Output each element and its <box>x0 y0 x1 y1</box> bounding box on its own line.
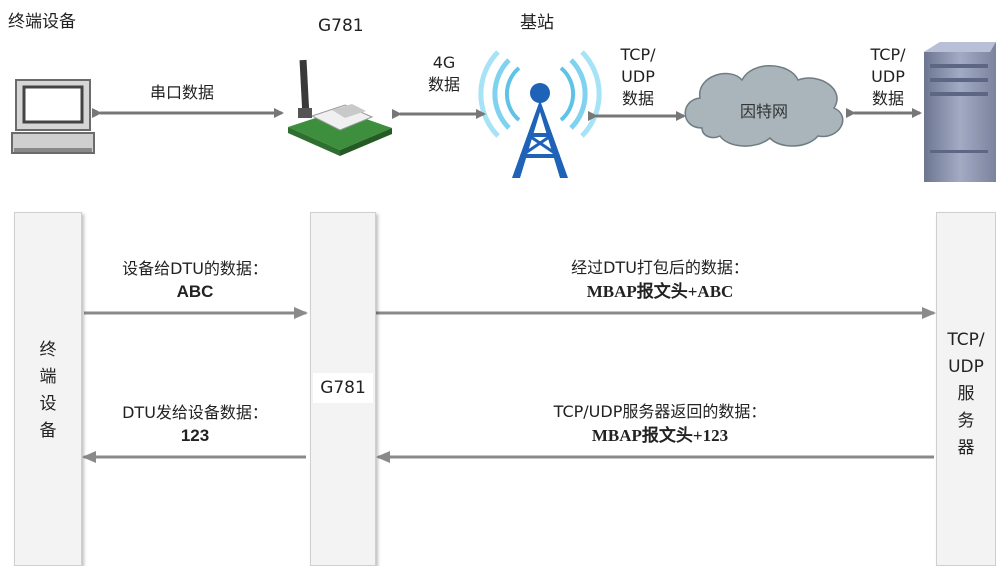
g781-module-icon <box>288 59 392 156</box>
tcp1-line3: 数据 <box>621 89 654 108</box>
msg3-title: DTU发给设备数据： <box>122 403 268 422</box>
msg2-value: MBAP报文头+ABC <box>586 282 734 301</box>
tcp1-line2: UDP <box>621 67 655 86</box>
terminal-device-column: 终 端 设 备 <box>14 212 82 566</box>
server-line-2: UDP <box>948 357 984 377</box>
terminal-char-1: 终 <box>39 340 57 360</box>
computer-icon <box>11 79 95 154</box>
internet-cloud-icon <box>684 65 844 147</box>
terminal-char-3: 设 <box>39 394 57 414</box>
msg-dtu-to-server: 经过DTU打包后的数据： MBAP报文头+ABC <box>520 257 800 305</box>
msg-device-to-dtu: 设备给DTU的数据： ABC <box>90 258 300 304</box>
msg1-title: 设备给DTU的数据： <box>122 259 268 278</box>
g781-column-label: G781 <box>313 373 373 403</box>
tcp2-line1: TCP/ <box>870 45 906 64</box>
g4-line1: 4G <box>432 53 456 72</box>
tcp-udp-data-label-1: TCP/ UDP 数据 <box>608 44 668 110</box>
base-station-icon <box>478 50 602 178</box>
tcp2-line2: UDP <box>871 67 905 86</box>
server-char-1: 服 <box>957 384 975 404</box>
msg3-value: 123 <box>180 426 210 445</box>
server-icon <box>924 42 996 182</box>
serial-data-label: 串口数据 <box>150 83 215 102</box>
g781-top-label: G781 <box>318 16 364 36</box>
internet-label: 因特网 <box>740 102 789 121</box>
msg2-title: 经过DTU打包后的数据： <box>571 258 749 277</box>
server-line-1: TCP/ <box>947 330 985 350</box>
g4-line2: 数据 <box>427 75 460 94</box>
base-station-label: 基站 <box>520 13 554 33</box>
terminal-device-column-label: 终 端 设 备 <box>33 337 63 445</box>
server-column: TCP/ UDP 服 务 器 <box>936 212 996 566</box>
top-arrows <box>92 108 922 121</box>
server-char-2: 务 <box>957 411 975 431</box>
msg-dtu-to-device: DTU发给设备数据： 123 <box>90 402 300 448</box>
g4-data-label: 4G 数据 <box>420 52 468 96</box>
msg1-value: ABC <box>176 282 214 301</box>
tcp2-line3: 数据 <box>871 89 904 108</box>
msg4-title: TCP/UDP服务器返回的数据： <box>553 402 767 421</box>
g781-column: G781 <box>310 212 376 566</box>
server-char-3: 器 <box>957 438 975 458</box>
server-column-label: TCP/ UDP 服 务 器 <box>937 327 995 462</box>
terminal-char-2: 端 <box>39 367 57 387</box>
terminal-char-4: 备 <box>39 421 57 441</box>
sequence-arrows <box>82 307 936 463</box>
tcp-udp-data-label-2: TCP/ UDP 数据 <box>858 44 918 110</box>
terminal-device-label: 终端设备 <box>8 12 76 32</box>
msg-server-to-dtu: TCP/UDP服务器返回的数据： MBAP报文头+123 <box>500 401 820 449</box>
tcp1-line1: TCP/ <box>620 45 656 64</box>
msg4-value: MBAP报文头+123 <box>591 426 729 445</box>
